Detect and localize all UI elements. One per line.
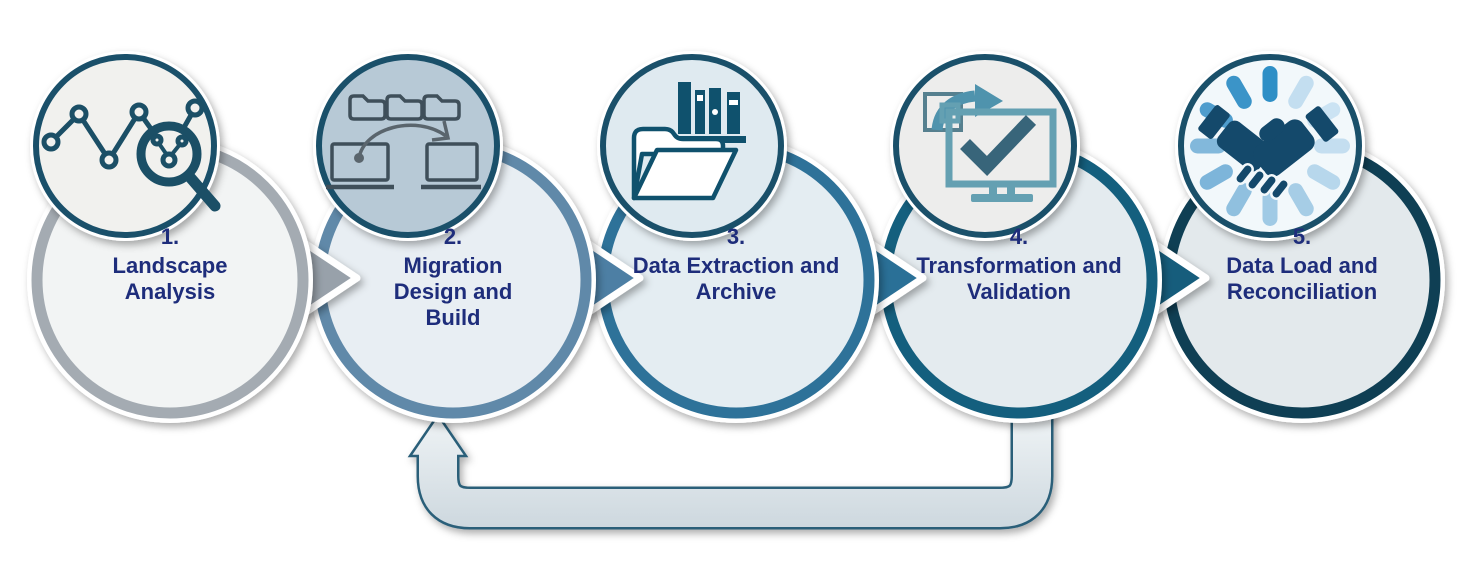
icon-circle-1 xyxy=(30,51,221,241)
step-number: 1. xyxy=(160,224,180,249)
step-number: 3. xyxy=(726,224,746,249)
step-1-label-block: 1. Landscape Analysis xyxy=(80,224,260,305)
magnifier xyxy=(136,121,221,212)
handshake-glyph xyxy=(1198,105,1339,200)
step-number: 4. xyxy=(1009,224,1029,249)
step-4-label-block: 4. Transformation and Validation xyxy=(904,224,1134,305)
icon-circle-bg xyxy=(33,54,217,238)
step-title: Data Extraction and Archive xyxy=(632,253,840,304)
feedback-loop-arrow xyxy=(407,392,1054,530)
step-title: Data Load and Reconciliation xyxy=(1226,253,1378,304)
icon-circle-bg xyxy=(893,54,1077,238)
step-5-label-block: 5. Data Load and Reconciliation xyxy=(1197,224,1407,305)
step-number: 5. xyxy=(1292,224,1312,249)
folders-row xyxy=(348,94,461,121)
laptops xyxy=(326,142,481,190)
icon-circle-3 xyxy=(597,51,787,241)
step-title: Landscape Analysis xyxy=(112,253,228,304)
monitor-checkmark-export-icon xyxy=(923,84,1057,202)
step-3-label-block: 3. Data Extraction and Archive xyxy=(621,224,851,305)
open-folder xyxy=(631,126,739,201)
step-4 xyxy=(876,51,1210,423)
step-5 xyxy=(1159,51,1445,423)
step-1 xyxy=(27,51,361,423)
step-2 xyxy=(310,51,644,423)
archive-folder-books-icon xyxy=(631,82,746,201)
handshake-burst-icon xyxy=(1190,66,1350,226)
transfer-arrow xyxy=(354,120,451,163)
feedback-pipe-fill xyxy=(419,392,1051,527)
folders-transfer-laptops-icon xyxy=(326,94,481,190)
step-number: 2. xyxy=(443,224,463,249)
step-2-label-block: 2. Migration Design and Build xyxy=(368,224,538,331)
icon-circle-bg xyxy=(316,54,500,238)
icon-circle-4 xyxy=(890,51,1080,241)
step-3 xyxy=(593,51,927,423)
icon-circle-5 xyxy=(1175,51,1365,241)
chart-magnifier-icon xyxy=(41,98,221,212)
icon-circle-2 xyxy=(313,51,503,241)
step-title: Migration Design and Build xyxy=(393,253,513,330)
step-title: Transformation and Validation xyxy=(916,253,1122,304)
